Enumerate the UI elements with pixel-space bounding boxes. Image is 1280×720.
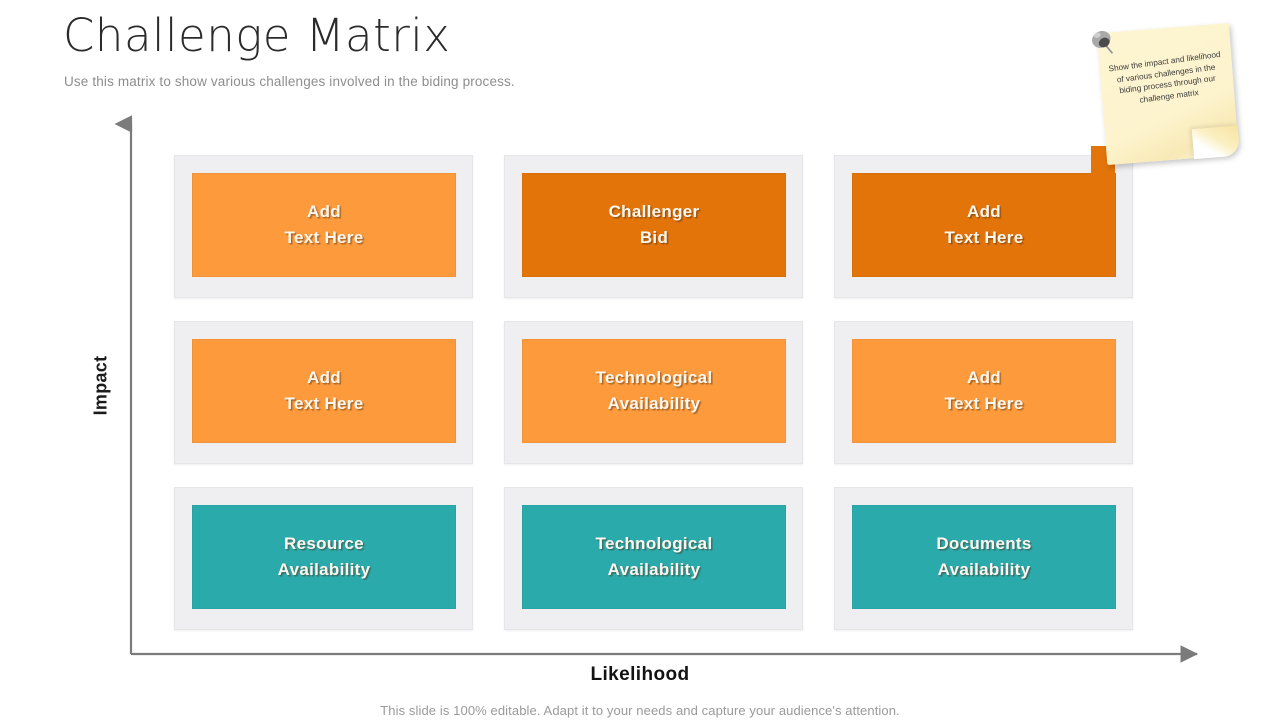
matrix-cell-frame[interactable]: Technological Availability: [504, 321, 803, 464]
matrix-cell-box[interactable]: Add Text Here: [852, 173, 1116, 277]
matrix-cell-box[interactable]: Challenger Bid: [522, 173, 786, 277]
matrix-cell-frame[interactable]: Add Text Here: [834, 321, 1133, 464]
matrix-cell-box[interactable]: Resource Availability: [192, 505, 456, 609]
footer-note: This slide is 100% editable. Adapt it to…: [380, 703, 900, 718]
matrix-cell-box[interactable]: Add Text Here: [192, 173, 456, 277]
matrix-cell-box[interactable]: Add Text Here: [852, 339, 1116, 443]
matrix-grid: Add Text Here Challenger Bid Add Text He…: [174, 155, 1133, 630]
matrix-cell-frame[interactable]: Challenger Bid: [504, 155, 803, 298]
x-axis-label: Likelihood: [590, 664, 690, 685]
page-subtitle: Use this matrix to show various challeng…: [64, 74, 515, 89]
matrix-cell-frame[interactable]: Add Text Here: [174, 155, 473, 298]
matrix-cell-box[interactable]: Technological Availability: [522, 339, 786, 443]
matrix-cell-frame[interactable]: Documents Availability: [834, 487, 1133, 630]
sticky-note[interactable]: Show the impact and likelihood of variou…: [1092, 23, 1241, 165]
matrix-cell-box[interactable]: Documents Availability: [852, 505, 1116, 609]
pushpin-icon: [1092, 30, 1114, 54]
matrix-cell-frame[interactable]: Add Text Here: [174, 321, 473, 464]
matrix-cell-box[interactable]: Add Text Here: [192, 339, 456, 443]
matrix-cell-frame[interactable]: Resource Availability: [174, 487, 473, 630]
y-axis-label: Impact: [78, 330, 124, 440]
matrix-cell-frame[interactable]: Add Text Here: [834, 155, 1133, 298]
matrix-cell-frame[interactable]: Technological Availability: [504, 487, 803, 630]
y-axis-label-text: Impact: [90, 355, 111, 415]
matrix-cell-box[interactable]: Technological Availability: [522, 505, 786, 609]
sticky-note-corner-curl: [1191, 125, 1241, 160]
page-title: Challenge Matrix: [63, 9, 451, 62]
